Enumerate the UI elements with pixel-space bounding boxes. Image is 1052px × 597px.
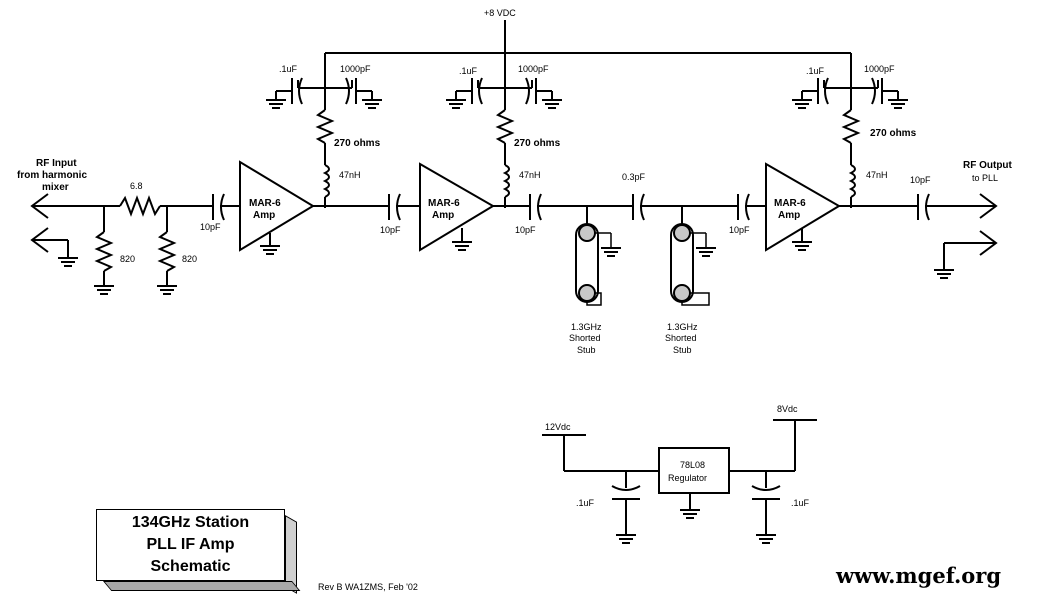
amp2-label: MAR-6	[428, 198, 460, 209]
bias3-inductor-label: 47nH	[866, 170, 888, 180]
shunt-resistor-1-label: 820	[120, 254, 135, 264]
rf-input-label-1: RF Input	[36, 158, 77, 169]
stub2-label-1: 1.3GHz	[667, 322, 698, 332]
stub2-label-2: Shorted	[665, 333, 697, 343]
bias-network-1	[266, 77, 382, 208]
coupling-cap-out-label: 10pF	[910, 175, 931, 185]
revision-label: Rev B WA1ZMS, Feb '02	[318, 582, 418, 592]
title-block: 134GHz Station PLL IF Amp Schematic	[96, 509, 285, 581]
stub1-label-1: 1.3GHz	[571, 322, 602, 332]
title-line-1: 134GHz Station	[131, 514, 250, 531]
reg-name-label: 78L08	[680, 460, 705, 470]
rf-output-label-1: RF Output	[963, 160, 1013, 171]
series-cap-mid-label: 0.3pF	[622, 172, 646, 182]
shorted-stub-1	[575, 206, 621, 306]
title-box-bottom	[103, 581, 301, 591]
stub1-label-3: Stub	[577, 345, 596, 355]
stub2-label-3: Stub	[673, 345, 692, 355]
bias-network-2	[446, 77, 562, 208]
bias3-resistor-label: 270 ohms	[870, 128, 917, 139]
reg-sub-label: Regulator	[668, 473, 707, 483]
amp3-sublabel: Amp	[778, 210, 800, 221]
signal-path	[30, 193, 998, 295]
reg-cap-in-label: .1uF	[576, 498, 595, 508]
website-label: www.mgef.org	[836, 563, 1002, 588]
bias2-cap-large-label: 1000pF	[518, 64, 549, 74]
bias2-resistor-label: 270 ohms	[514, 138, 561, 149]
series-resistor-label: 6.8	[130, 181, 143, 191]
coupling-cap-3-label: 10pF	[515, 225, 536, 235]
bias3-cap-large-label: 1000pF	[864, 64, 895, 74]
supply-rail	[324, 20, 852, 88]
bias1-cap-large-label: 1000pF	[340, 64, 371, 74]
shorted-stub-2	[670, 206, 716, 306]
amp1-label: MAR-6	[249, 198, 281, 209]
amplifier-3	[765, 162, 841, 252]
amp2-sublabel: Amp	[432, 210, 454, 221]
supply-label: +8 VDC	[484, 8, 516, 18]
bias3-cap-small-label: .1uF	[806, 66, 825, 76]
reg-out-label: 8Vdc	[777, 404, 798, 414]
bias-network-3	[792, 77, 908, 208]
coupling-cap-1-label: 10pF	[200, 222, 221, 232]
rf-input-label-3: mixer	[42, 182, 69, 193]
regulator-circuit	[542, 419, 817, 544]
amplifier-2	[419, 162, 495, 252]
title-line-3: Schematic	[150, 558, 231, 575]
rf-output-label-2: to PLL	[972, 173, 998, 183]
coupling-cap-2-label: 10pF	[380, 225, 401, 235]
shunt-resistor-2-label: 820	[182, 254, 197, 264]
title-line-2: PLL IF Amp	[146, 536, 235, 553]
bias1-resistor-label: 270 ohms	[334, 138, 381, 149]
bias2-inductor-label: 47nH	[519, 170, 541, 180]
rf-input-label-2: from harmonic	[17, 170, 87, 181]
amp3-label: MAR-6	[774, 198, 806, 209]
reg-cap-out-label: .1uF	[791, 498, 810, 508]
bias1-cap-small-label: .1uF	[279, 64, 298, 74]
amplifier-1	[239, 160, 315, 255]
stub1-label-2: Shorted	[569, 333, 601, 343]
bias2-cap-small-label: .1uF	[459, 66, 478, 76]
bias1-inductor-label: 47nH	[339, 170, 361, 180]
coupling-cap-4-label: 10pF	[729, 225, 750, 235]
amp1-sublabel: Amp	[253, 210, 275, 221]
reg-in-label: 12Vdc	[545, 422, 571, 432]
